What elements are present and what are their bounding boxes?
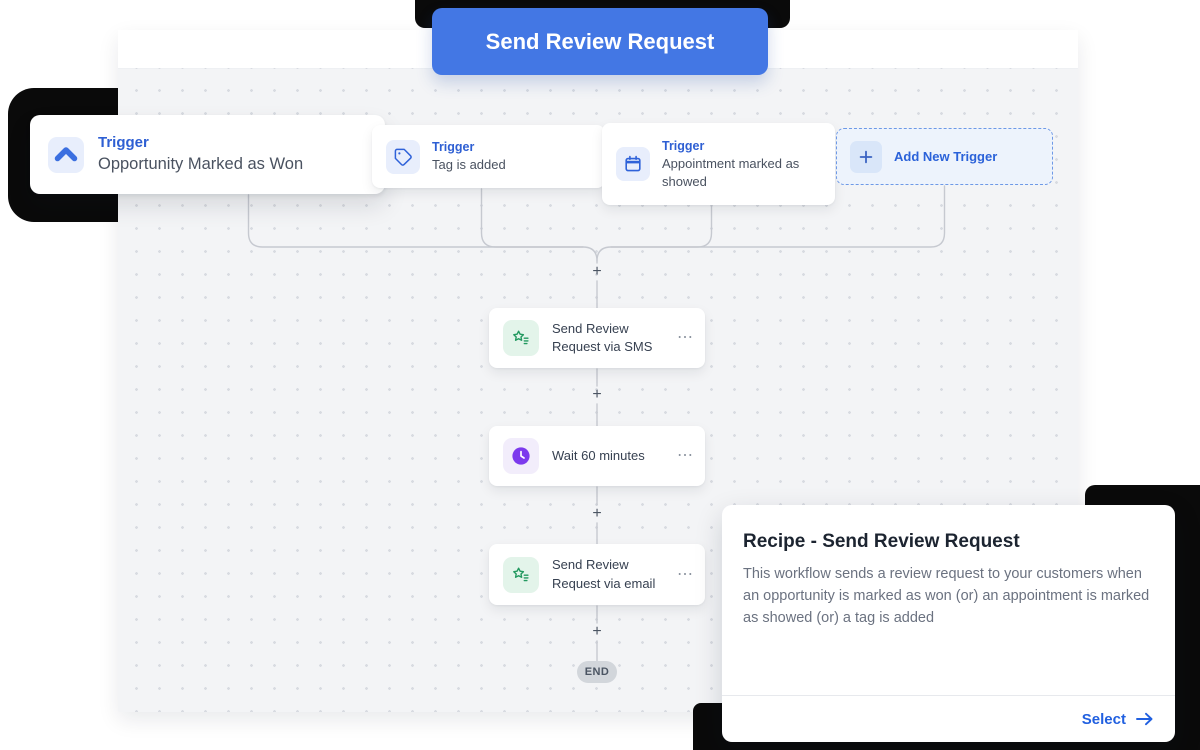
- trigger-card-text: Trigger Appointment marked as showed: [662, 138, 812, 190]
- recipe-card-footer: Select: [722, 695, 1175, 742]
- add-step-plus-icon[interactable]: +: [592, 263, 602, 280]
- calendar-icon: [616, 147, 650, 181]
- more-menu-icon[interactable]: ⋯: [677, 329, 693, 346]
- trigger-card-opportunity-won[interactable]: Trigger Opportunity Marked as Won: [30, 115, 385, 194]
- trigger-type-label: Trigger: [432, 140, 475, 155]
- recipe-title: Recipe - Send Review Request: [743, 531, 1020, 552]
- review-star-icon: [503, 556, 539, 593]
- trigger-card-text: Trigger Tag is added: [432, 139, 506, 174]
- end-node-badge: END: [577, 661, 617, 683]
- add-new-trigger-label: Add New Trigger: [894, 149, 998, 164]
- recipe-card-body: Recipe - Send Review Request This workfl…: [722, 505, 1175, 695]
- step-card-send-review-sms[interactable]: Send Review Request via SMS ⋯: [489, 308, 705, 368]
- select-label: Select: [1081, 710, 1126, 728]
- step-name: Send Review Request via SMS: [552, 320, 653, 354]
- review-star-icon: [503, 320, 539, 356]
- recipe-info-card: Recipe - Send Review Request This workfl…: [722, 505, 1175, 742]
- trigger-name: Opportunity Marked as Won: [98, 154, 304, 173]
- plus-icon: [850, 140, 882, 173]
- clock-icon: [503, 438, 539, 474]
- add-step-plus-icon[interactable]: +: [592, 505, 602, 522]
- trigger-name: Tag is added: [432, 157, 506, 173]
- send-review-request-banner-button[interactable]: Send Review Request: [432, 8, 768, 75]
- more-menu-icon[interactable]: ⋯: [677, 447, 693, 464]
- trigger-card-text: Trigger Opportunity Marked as Won: [98, 134, 303, 175]
- recipe-description: This workflow sends a review request to …: [743, 565, 1150, 626]
- trigger-card-tag-added[interactable]: Trigger Tag is added: [372, 125, 605, 188]
- step-name: Wait 60 minutes: [552, 447, 645, 463]
- add-new-trigger-button[interactable]: Add New Trigger: [836, 128, 1053, 185]
- arrow-right-icon: [1136, 712, 1153, 726]
- select-recipe-button[interactable]: Select: [1082, 711, 1155, 728]
- step-card-send-review-email[interactable]: Send Review Request via email ⋯: [489, 544, 705, 605]
- more-menu-icon[interactable]: ⋯: [677, 565, 693, 583]
- trigger-name: Appointment marked as showed: [662, 156, 800, 189]
- trigger-type-label: Trigger: [662, 138, 705, 153]
- add-step-plus-icon[interactable]: +: [592, 623, 602, 640]
- trigger-type-label: Trigger: [98, 133, 149, 151]
- step-name: Send Review Request via email: [552, 557, 656, 591]
- chevron-up-icon: [48, 136, 84, 173]
- add-step-plus-icon[interactable]: +: [592, 386, 602, 403]
- step-card-wait[interactable]: Wait 60 minutes ⋯: [489, 426, 705, 486]
- tag-icon: [386, 139, 420, 174]
- trigger-card-appointment-showed[interactable]: Trigger Appointment marked as showed: [602, 123, 835, 205]
